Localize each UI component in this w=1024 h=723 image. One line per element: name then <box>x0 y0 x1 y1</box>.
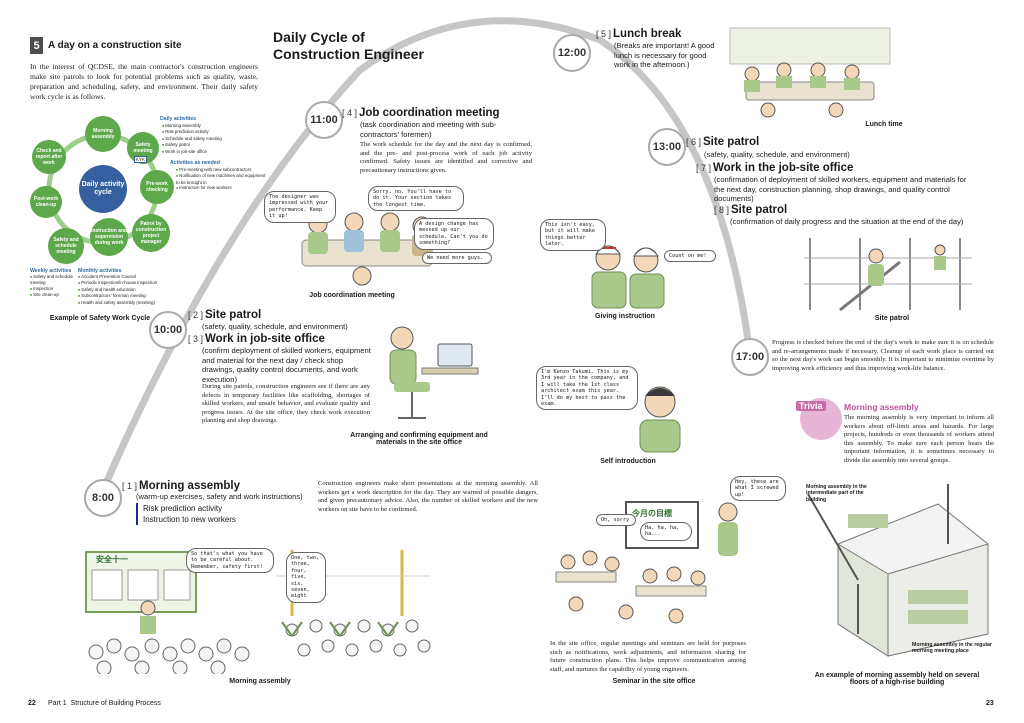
monthly-activities-list: Accident Prevention CouncilPeriodic insp… <box>78 274 188 306</box>
caption-regular: Morning assembly in the regular morning … <box>912 642 992 655</box>
cycle-node: Morning assembly <box>85 116 121 152</box>
step3-sub: (confirm deployment of skilled workers, … <box>202 346 371 384</box>
caption-job-meeting: Job coordination meeting <box>309 292 395 299</box>
step3-heading: [ 3 ]Work in job-site office <box>188 333 325 345</box>
step7-heading: [ 7 ]Work in the job-site office <box>696 162 854 174</box>
trivia-title: Morning assembly <box>844 402 919 412</box>
page-number-left: 22 <box>28 700 36 707</box>
cycle-node: Check and report after work <box>32 140 66 174</box>
bubble-not-easy: This isn't easy, but it will make things… <box>540 219 606 251</box>
caption-self-intro: Self introduction <box>600 458 656 465</box>
caption-giving: Giving instruction <box>595 313 655 320</box>
bubble-one-two: One, two, three, four, five, six, seven,… <box>286 552 326 603</box>
site-patrol-illustration <box>800 234 976 314</box>
daily-activities-title: Daily activities <box>160 116 197 122</box>
caption-seminar: Seminar in the site office <box>612 678 696 685</box>
weekly-activities-list: Safety and schedule meetingInspectionSit… <box>30 274 74 299</box>
step17-body: Progress is checked before the end of th… <box>772 339 994 372</box>
time-17: 17:00 <box>731 338 769 376</box>
cycle-node: Safety and schedule meeting <box>48 228 84 264</box>
step1-heading: [ 1 ]Morning assembly <box>122 480 240 492</box>
bubble-oh-sorry: Oh, sorry <box>596 514 636 527</box>
bubble-count-on: Count on me! <box>664 250 716 263</box>
section-number: 5 <box>30 37 43 54</box>
step3-body: During site patrols, construction engine… <box>202 383 370 425</box>
cycle-node: Pre-work checking <box>140 170 174 204</box>
cycle-node: Patrol by construction project manager <box>132 214 170 252</box>
time-13: 13:00 <box>648 128 686 166</box>
time-12: 12:00 <box>553 34 591 72</box>
time-10: 10:00 <box>149 311 187 349</box>
step8-sub: (confirmation of daily progress and the … <box>730 217 964 226</box>
seminar-board: 今月の目標 <box>632 509 672 518</box>
monthly-activities-title: Monthly activities <box>78 268 122 274</box>
page-number-right: 23 <box>986 700 994 707</box>
caption-arranging: Arranging and confirming equipment and m… <box>350 432 488 446</box>
bubble-hey: Hey, these are what I screwed up! <box>730 476 786 502</box>
seminar-illustration <box>546 476 756 636</box>
cycle-node: Instruction and supervision during work <box>90 218 128 256</box>
step1-bullets: Risk prediction activity Instruction to … <box>136 503 236 525</box>
step2-heading: [ 2 ]Site patrol <box>188 309 262 321</box>
step4-sub: (task coordination and meeting with sub-… <box>360 120 497 139</box>
safety-cycle-diagram: Daily activity cycle Morning assembly Sa… <box>28 112 265 312</box>
step8-heading: [ 8 ]Site patrol <box>714 204 788 216</box>
self-intro-illustration <box>626 378 692 454</box>
bubble-sorry: Sorry, no. You'll have to do it. Your se… <box>368 186 464 212</box>
bubble-design-change: A design change has messed up our schedu… <box>414 218 494 250</box>
step5-sub: (Breaks are important! A good lunch is n… <box>614 41 715 69</box>
step6-heading: [ 6 ]Site patrol <box>686 136 760 148</box>
cycle-caption: Example of Safety Work Cycle <box>49 315 151 322</box>
intro-text: In the interest of QCDSE, the main contr… <box>30 62 258 101</box>
step5-heading: [ 5 ]Lunch break <box>596 28 682 40</box>
caption-site-patrol: Site patrol <box>874 315 910 322</box>
step2-sub: (safety, quality, schedule, and environm… <box>202 322 348 331</box>
bubble-careful: So that's what you have to be careful ab… <box>186 548 274 574</box>
kyk-badge: KYK <box>134 156 148 163</box>
office-worker-illustration <box>362 318 482 424</box>
highrise-illustration <box>798 484 994 660</box>
daily-activities-list: Morning assemblyRisk prediction activity… <box>162 123 222 155</box>
time-8: 8:00 <box>84 479 122 517</box>
bubble-more-guys: We need more guys. <box>422 252 492 265</box>
caption-highrise: An example of morning assembly held on s… <box>814 672 980 686</box>
bubble-designer: The designer was impressed with your per… <box>264 191 336 223</box>
footer-part: Part 1 Structure of Building Process <box>48 700 161 707</box>
trivia-body: The morning assembly is very important t… <box>844 414 994 464</box>
seminar-body: In the site office, regular meetings and… <box>550 640 746 673</box>
step4-body: The work schedule for the day and the ne… <box>360 141 532 174</box>
section-title: A day on a construction site <box>48 40 182 51</box>
cycle-center: Daily activity cycle <box>79 165 127 213</box>
step1-body: Construction engineers make short presen… <box>318 480 538 513</box>
morning-assembly-illustration-1 <box>82 546 262 674</box>
bubble-kenzo: I'm Kenzo Takumi. This is my 3rd year in… <box>536 366 638 411</box>
caption-morning-1: Morning assembly <box>229 678 291 685</box>
caption-intermediate: Morning assembly in the intermediate par… <box>806 484 867 503</box>
cycle-node: Post-work clean-up <box>30 186 62 218</box>
safety-sign: 安全十一 <box>96 555 128 564</box>
step4-heading: [ 4 ]Job coordination meeting <box>342 107 500 119</box>
step6-sub: (safety, quality, schedule, and environm… <box>704 150 850 159</box>
needed-activities-title: Activities as needed <box>170 160 220 166</box>
lunch-illustration <box>726 24 894 120</box>
trivia-label: Trivia <box>796 401 826 411</box>
needed-activities-list: Pre-meeting with new subcontractorsNotif… <box>176 167 268 192</box>
time-11: 11:00 <box>305 101 343 139</box>
step7-sub: (confirmation of deployment of skilled w… <box>714 175 967 203</box>
weekly-activities-title: Weekly activities <box>30 268 72 274</box>
bubble-haha: Ha, ha, ha, ha... <box>640 522 692 541</box>
main-title: Daily Cycle of Construction Engineer <box>273 29 424 62</box>
caption-lunch: Lunch time <box>865 121 903 128</box>
step1-sub: (warm-up exercises, safety and work inst… <box>136 492 303 501</box>
